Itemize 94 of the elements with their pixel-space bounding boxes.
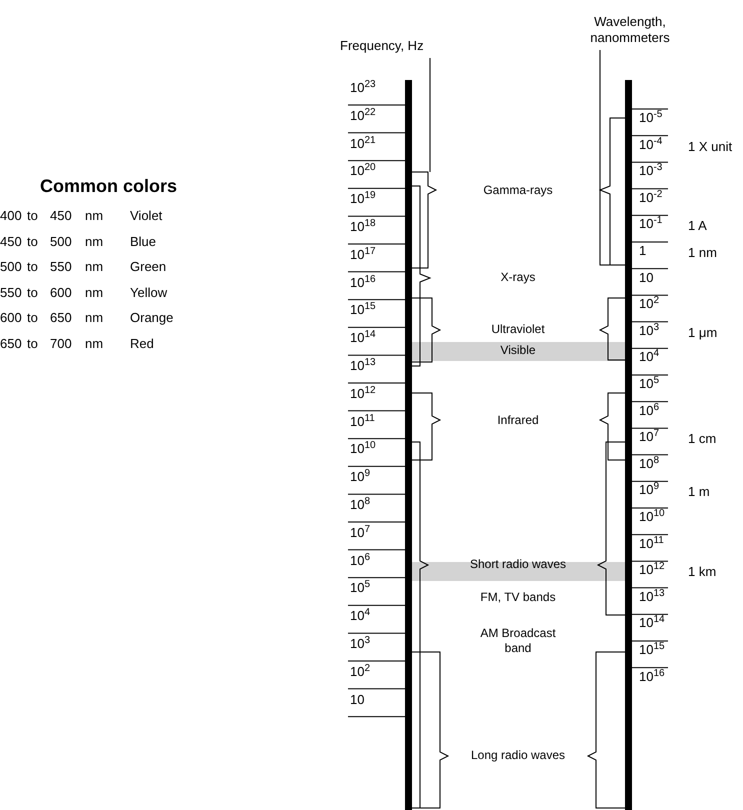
- unit-label: 1 km: [688, 564, 716, 580]
- table-cell: Green: [130, 259, 166, 275]
- tick-label: 10$^{12}$: [350, 386, 376, 402]
- table-cell: nm: [85, 284, 104, 300]
- tick-label: 10$^{10}$: [350, 441, 376, 458]
- axis-title: Frequency, Hz: [340, 38, 424, 54]
- tick-label: 10$^{10}$: [639, 509, 665, 525]
- tick-label: 10$^{6}$: [350, 552, 370, 569]
- table-cell: Yellow: [130, 284, 168, 300]
- band-label: Ultraviolet: [490, 322, 546, 337]
- tick-label: 10$^{-2}$: [639, 190, 662, 206]
- table-cell: to: [27, 259, 38, 275]
- table-cell: to: [27, 310, 38, 326]
- table-cell: to: [27, 234, 38, 250]
- tick-label: 10$^{8}$: [639, 456, 660, 472]
- tick-label: 10$^{12}$: [639, 562, 665, 578]
- table-cell: to: [27, 208, 38, 224]
- tick-label: 10$^{14}$: [350, 330, 376, 346]
- tick-label: 10$^{4}$: [639, 349, 660, 366]
- table-cell: 500: [0, 259, 22, 275]
- tick-label: 10: [350, 692, 364, 708]
- tick-label: 10$^{13}$: [350, 358, 376, 374]
- tick-label: 10$^{-4}$: [639, 136, 662, 153]
- unit-label: 1 cm: [688, 431, 716, 448]
- table-cell: to: [27, 284, 38, 300]
- tick-label: 10$^{9}$: [639, 482, 660, 498]
- table-cell: 450: [0, 234, 22, 250]
- table-cell: 450: [50, 208, 72, 224]
- tick-label: 10$^{4}$: [350, 608, 370, 624]
- tick-label: 10$^{11}$: [639, 536, 664, 552]
- band-label: Long radio waves: [470, 748, 566, 763]
- table-cell: 700: [50, 336, 72, 352]
- tick-label: 10$^{18}$: [350, 219, 376, 235]
- table-cell: Red: [130, 336, 154, 352]
- tick-label: 10$^{17}$: [350, 246, 376, 263]
- tick-label: 10$^{21}$: [350, 136, 376, 152]
- tick-label: 10$^{7}$: [639, 429, 660, 446]
- tick-label: 10$^{8}$: [350, 497, 370, 513]
- unit-label: 1 X unit: [688, 138, 732, 155]
- table-cell: nm: [85, 259, 104, 275]
- band-label: AM Broadcast band: [479, 626, 557, 656]
- tick-label: 10$^{20}$: [350, 163, 376, 180]
- tick-label: 10$^{-1}$: [639, 216, 662, 232]
- table-cell: 500: [50, 234, 72, 250]
- table-cell: to: [27, 336, 38, 352]
- table-cell: 550: [0, 284, 22, 300]
- band-label: Gamma-rays: [482, 183, 554, 198]
- axis-title: Wavelength, nanommeters: [589, 14, 671, 46]
- table-cell: 600: [50, 284, 72, 300]
- tick-label: 10$^{5}$: [639, 376, 660, 392]
- tick-label: 10$^{-5}$: [639, 110, 662, 126]
- band-label: Short radio waves: [468, 557, 568, 572]
- tick-label: 10$^{5}$: [350, 580, 370, 596]
- unit-label: 1 nm: [688, 245, 717, 261]
- tick-label: 10$^{19}$: [350, 191, 376, 208]
- band-label: FM, TV bands: [479, 590, 557, 605]
- tick-label: 10$^{11}$: [350, 414, 375, 430]
- tick-label: 10$^{16}$: [350, 274, 376, 291]
- tick-label: 10$^{2}$: [350, 664, 370, 680]
- unit-label: 1 μm: [688, 324, 718, 341]
- tick-label: 10$^{14}$: [639, 615, 665, 632]
- tick-label: 10$^{16}$: [639, 668, 665, 685]
- table-cell: nm: [85, 336, 104, 352]
- tick-label: 10: [639, 270, 654, 286]
- table-cell: 550: [50, 259, 72, 275]
- band-label: Visible: [499, 343, 537, 358]
- tick-label: 10$^{9}$: [350, 469, 370, 486]
- tick-label: 10$^{13}$: [639, 588, 665, 605]
- table-heading: Common colors: [40, 176, 178, 196]
- unit-label: 1 A: [688, 218, 707, 234]
- table-cell: Orange: [130, 310, 174, 326]
- table-cell: 400: [0, 208, 22, 224]
- table-cell: Violet: [130, 208, 162, 224]
- tick-label: 10$^{-3}$: [639, 163, 662, 180]
- tick-label: 10$^{6}$: [639, 402, 660, 419]
- tick-label: 10$^{22}$: [350, 108, 376, 124]
- tick-label: 10$^{3}$: [350, 636, 370, 652]
- band-label: X-rays: [500, 270, 536, 285]
- tick-label: 10$^{7}$: [350, 524, 370, 541]
- tick-label: 10$^{15}$: [639, 642, 665, 658]
- tick-label: 10$^{23}$: [350, 80, 376, 96]
- table-cell: 650: [50, 310, 72, 326]
- tick-label: 10$^{3}$: [639, 322, 660, 339]
- tick-label: 1: [639, 243, 646, 259]
- table-cell: Blue: [130, 234, 156, 250]
- tick-label: 10$^{2}$: [639, 296, 660, 312]
- band-label: Infrared: [496, 413, 540, 428]
- table-cell: nm: [85, 234, 104, 250]
- unit-label: 1 m: [688, 484, 710, 500]
- table-cell: nm: [85, 208, 104, 224]
- table-cell: 600: [0, 310, 22, 326]
- tick-label: 10$^{15}$: [350, 302, 376, 318]
- table-cell: nm: [85, 310, 104, 326]
- table-cell: 650: [0, 336, 22, 352]
